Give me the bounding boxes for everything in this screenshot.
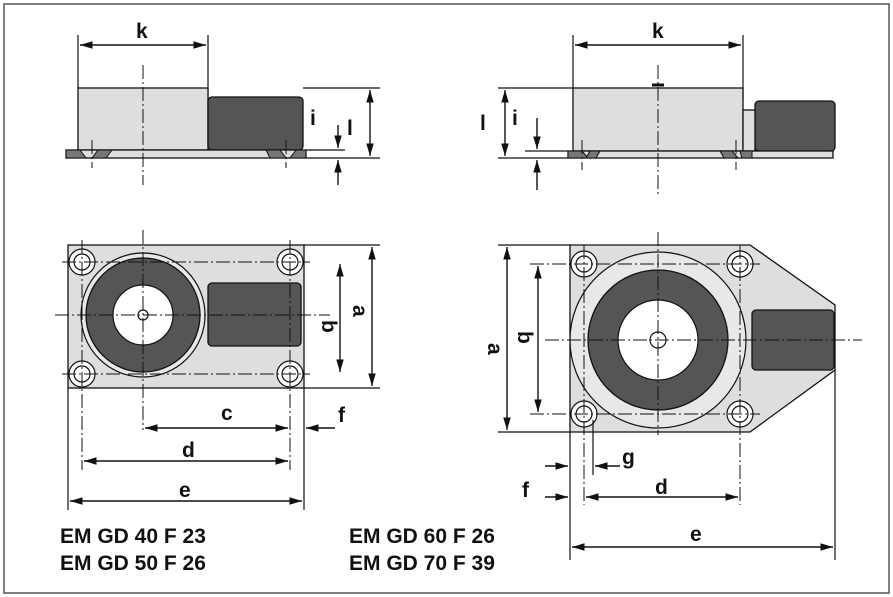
label-a-right: a [483,343,506,355]
label-l-right: l [480,112,486,135]
left-top-view [55,230,380,510]
right-side-view [498,35,836,195]
model-name-right-1: EM GD 60 F 26 [349,525,495,548]
right-top-view [498,232,862,560]
model-name-left-1: EM GD 40 F 23 [60,525,206,548]
left-side-view [65,35,380,185]
label-b-right: b [513,331,536,344]
left-coil-side [207,96,304,151]
model-name-right-2: EM GD 70 F 39 [349,552,495,575]
label-c-left: c [221,402,233,425]
label-f-right: f [522,479,530,502]
label-e-right: e [690,523,702,546]
label-k-left: k [136,20,148,43]
label-d-left: d [182,439,195,462]
label-b-left: b [317,320,340,333]
label-k-right: k [652,20,664,43]
right-coil-side [754,100,836,152]
model-name-left-2: EM GD 50 F 26 [60,552,206,575]
label-f-left: f [338,404,346,427]
label-l-left: l [347,117,353,140]
outer-border [3,3,890,594]
label-i-left: i [310,107,316,130]
label-d-right: d [655,476,668,499]
label-e-left: e [179,479,191,502]
label-g-right: g [622,446,635,469]
label-i-right: i [512,107,518,130]
label-a-left: a [348,305,371,317]
right-baseplate-side [567,150,834,159]
